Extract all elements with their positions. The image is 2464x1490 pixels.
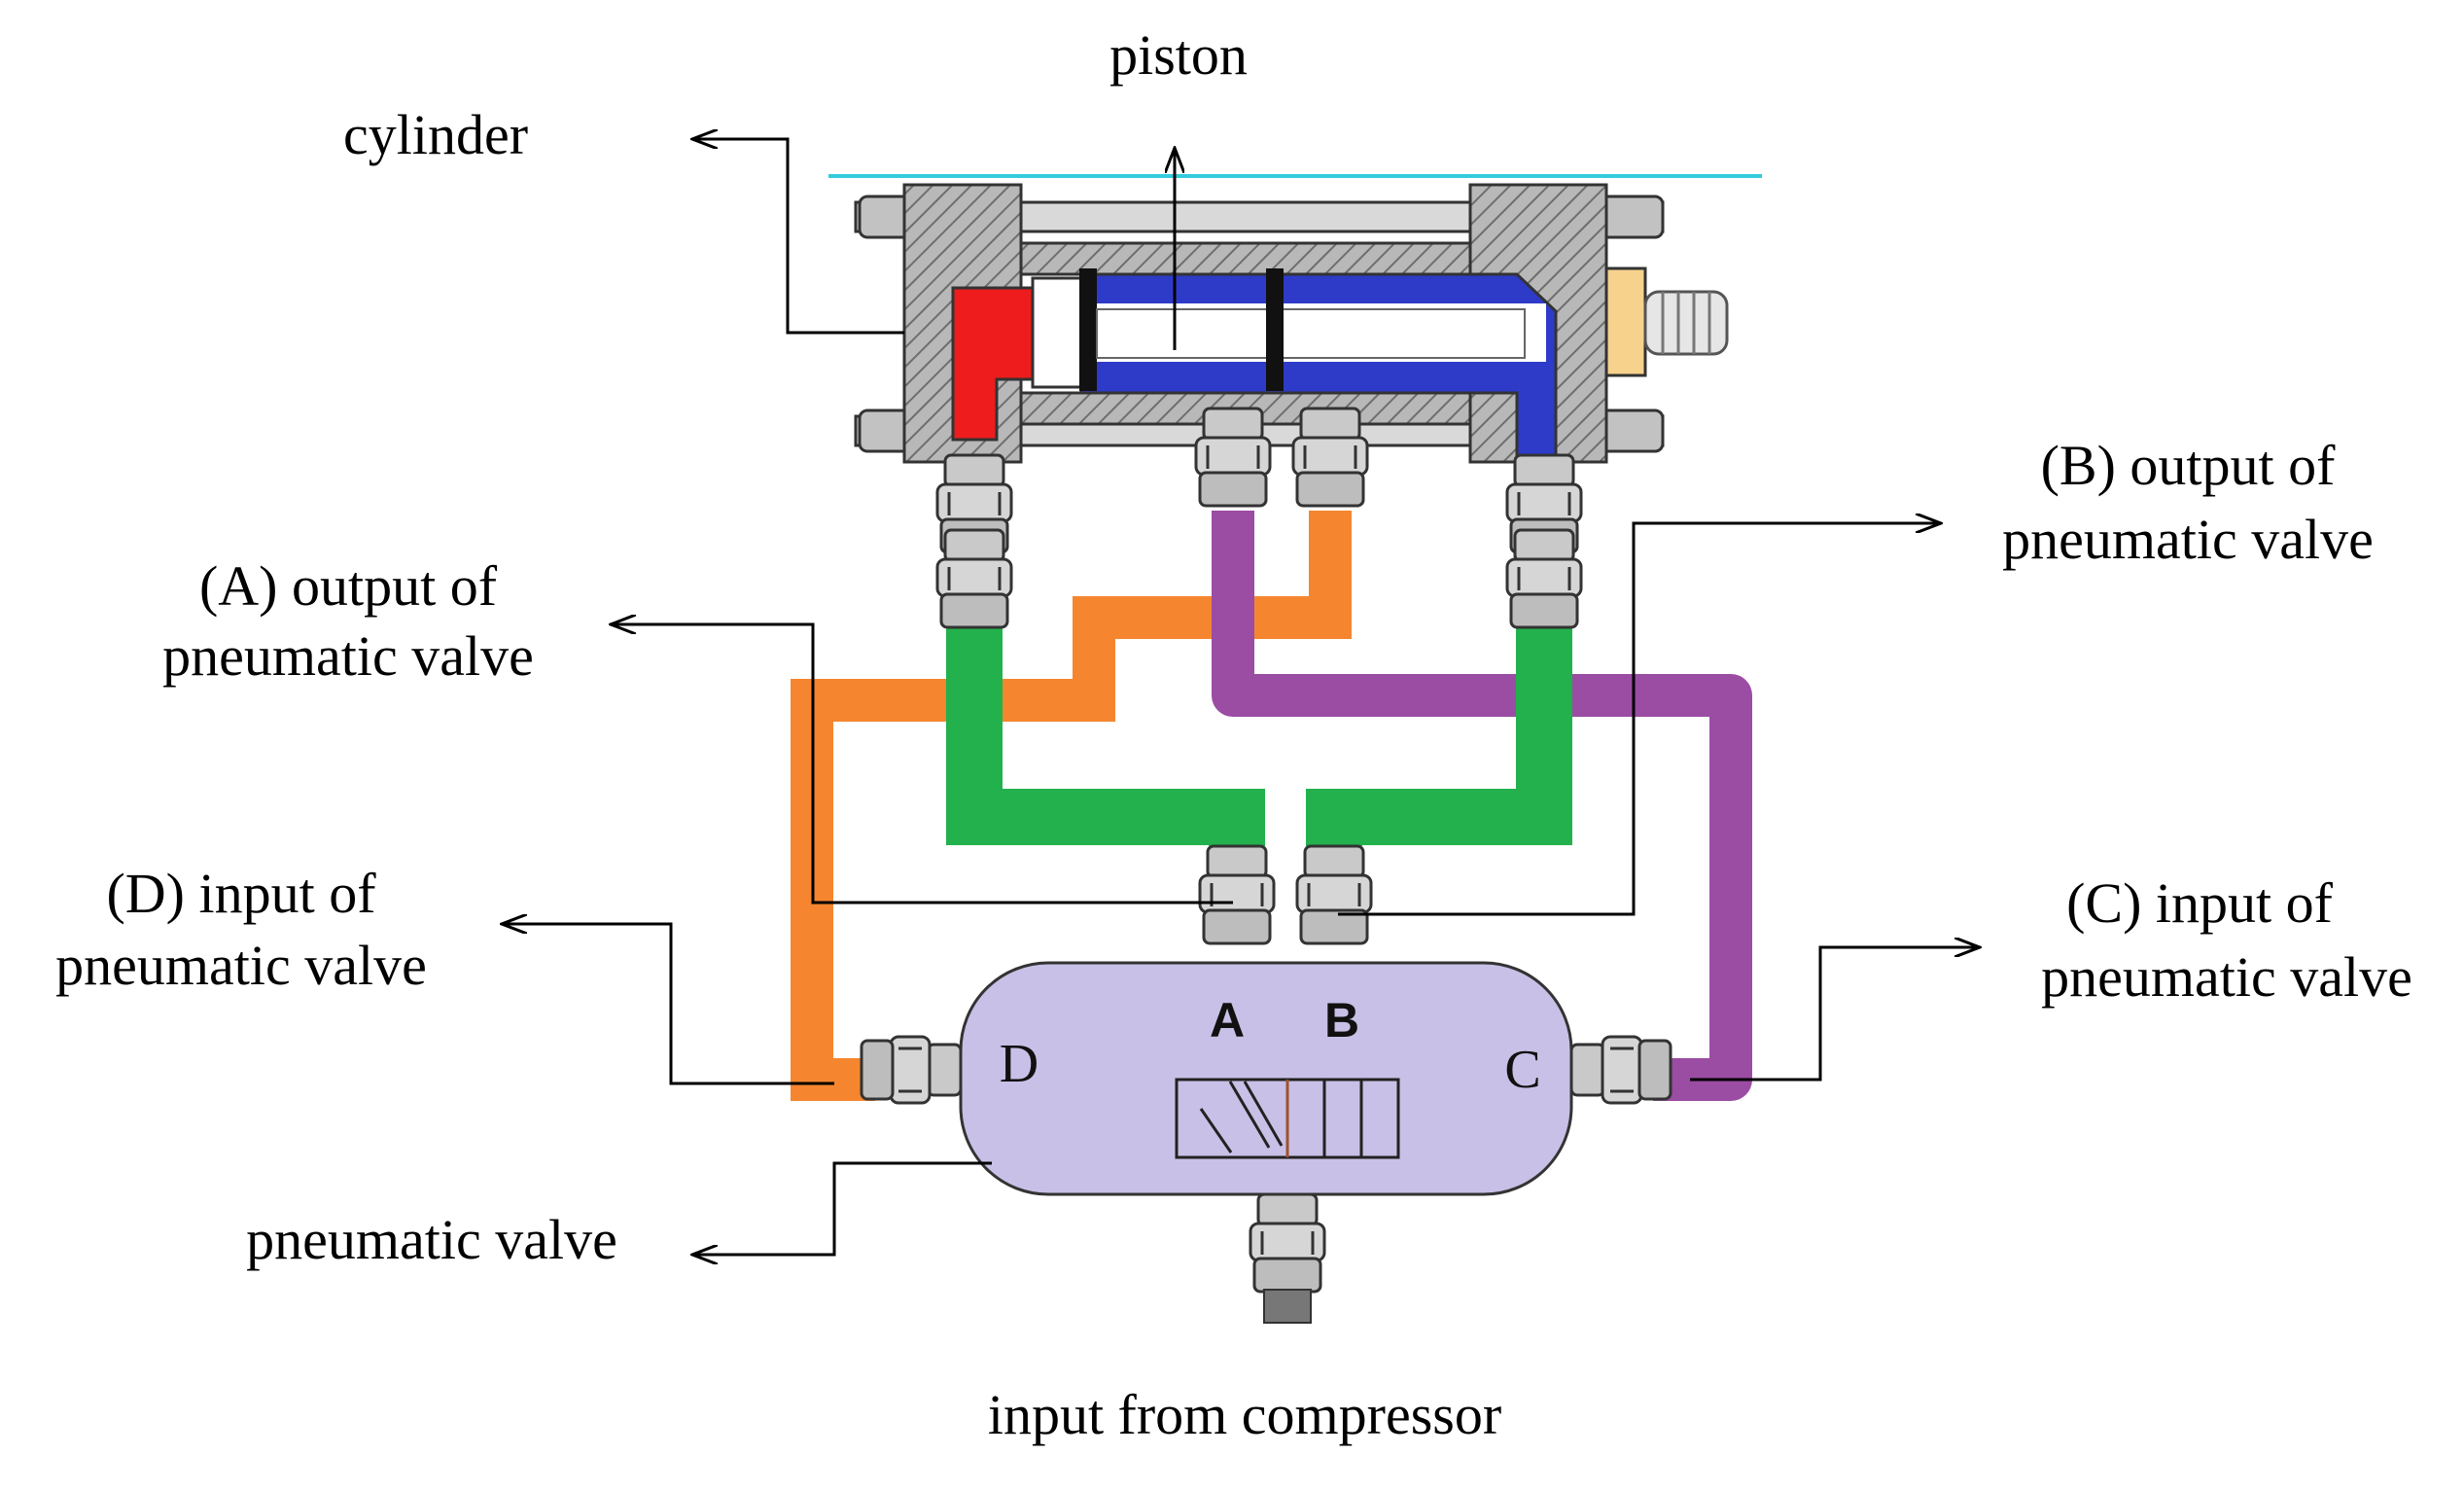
output-a-arrow [611, 624, 1233, 905]
output-b-arrow [1338, 523, 1941, 916]
rod-end-cap [1604, 266, 1647, 377]
hose-green-right [1306, 584, 1572, 846]
cylinder-arrow [692, 139, 904, 335]
valve-port-b-label: B [1324, 993, 1359, 1047]
input-d-label-line1: (D) input of [106, 862, 376, 925]
piston-head [1031, 276, 1083, 389]
output-b-label-line2: pneumatic valve [2002, 508, 2374, 571]
compressor-pipe-stub [1263, 1289, 1312, 1324]
input-c-label-line1: (C) input of [2066, 871, 2334, 935]
compressor-label: input from compressor [988, 1383, 1501, 1446]
valve-port-c-label: C [1504, 1040, 1540, 1100]
piston-seal-right [1266, 268, 1284, 391]
piston-seal-left [1079, 268, 1097, 391]
hose-green-left [946, 584, 1265, 846]
piston-label: piston [1109, 23, 1248, 87]
output-a-label-line1: (A) output of [199, 554, 498, 618]
valve-port-a-label: A [1210, 993, 1245, 1047]
fitting-cylinder-blue-port-lower [1505, 528, 1583, 629]
valve-port-d-label: D [1000, 1034, 1038, 1094]
fitting-cylinder-center-right [1291, 407, 1369, 508]
piston-rod [1096, 308, 1526, 359]
input-d-arrow [502, 924, 834, 1085]
input-c-label-line2: pneumatic valve [2041, 945, 2412, 1009]
input-c-arrow [1690, 947, 1980, 1082]
output-a-label-line2: pneumatic valve [162, 624, 534, 688]
input-d-label-line2: pneumatic valve [55, 934, 427, 997]
cylinder-assembly [828, 174, 1762, 464]
pneumatic-valve-label: pneumatic valve [246, 1208, 617, 1271]
cylinder-label: cylinder [343, 103, 528, 166]
output-b-label-line1: (B) output of [2041, 434, 2337, 497]
rod-thread [1643, 290, 1729, 356]
fitting-valve-port-a [1198, 844, 1276, 945]
pneumatic-valve-arrow [692, 1161, 992, 1255]
hose-orange [791, 511, 1352, 1101]
fitting-cylinder-red-port-lower [935, 528, 1013, 629]
fitting-cylinder-center-left [1194, 407, 1272, 508]
fitting-valve-port-c [1569, 1035, 1672, 1105]
fitting-valve-port-d [860, 1035, 963, 1105]
fitting-valve-port-b [1295, 844, 1373, 945]
valve-symbol [1175, 1078, 1400, 1159]
fitting-valve-compressor-inlet [1249, 1192, 1326, 1294]
